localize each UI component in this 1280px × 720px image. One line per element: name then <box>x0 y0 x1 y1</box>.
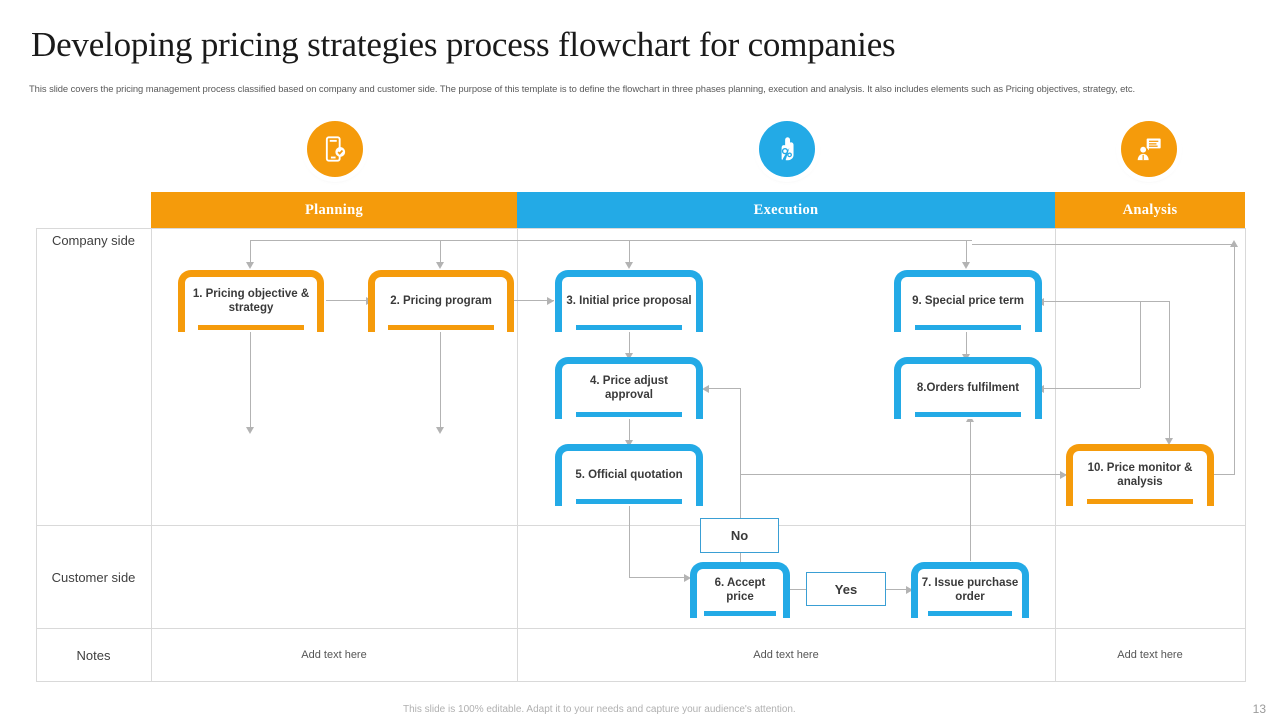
footer-note: This slide is 100% editable. Adapt it to… <box>403 704 796 715</box>
connector-n1-bottom-drop <box>250 331 251 431</box>
process-node-7-label: 7. Issue purchase order <box>921 577 1019 603</box>
phase-header-analysis[interactable]: Analysis <box>1055 192 1245 228</box>
mobile-payment-icon <box>307 121 363 177</box>
connector-n3-to-n4 <box>629 332 630 356</box>
grid-line-col1 <box>151 228 152 682</box>
connector-no-to-n4 <box>708 388 741 389</box>
notes-cell-execution[interactable]: Add text here <box>753 649 819 661</box>
grid-line-bottom <box>36 681 1245 682</box>
arrow-n2-to-n3 <box>547 297 554 305</box>
process-node-8-label: 8.Orders fulfilment <box>916 382 1020 394</box>
grid-line-col2 <box>517 228 518 682</box>
hand-gears-icon <box>759 121 815 177</box>
connector-top-bus <box>250 240 972 241</box>
connector-n10-return-top <box>972 244 1234 245</box>
person-presentation-icon <box>1121 121 1177 177</box>
phase-header-planning[interactable]: Planning <box>151 192 517 228</box>
arrow-n1-bottom <box>246 427 254 434</box>
row-label-customer-side: Customer side <box>51 569 136 585</box>
process-node-8[interactable]: 8.Orders fulfilment <box>894 357 1042 419</box>
process-node-9-label: 9. Special price term <box>912 295 1024 307</box>
arrow-n3-to-n4 <box>625 353 633 360</box>
connector-n10-return-riser <box>1234 244 1235 475</box>
phase-header-execution[interactable]: Execution <box>517 192 1055 228</box>
notes-cell-planning[interactable]: Add text here <box>301 649 367 661</box>
decision-box-no[interactable]: No <box>700 518 779 553</box>
process-node-1[interactable]: 1. Pricing objective & strategy <box>178 270 324 332</box>
connector-n1-to-n2 <box>326 300 368 301</box>
grid-line-company-customer <box>36 525 1245 526</box>
connector-into-n8-right <box>1043 388 1140 389</box>
connector-yes-to-n7 <box>886 589 911 590</box>
decision-box-yes-label: Yes <box>834 581 858 597</box>
connector-n7-to-n8 <box>970 419 971 561</box>
connector-n2-to-n3 <box>514 300 554 301</box>
notes-cell-analysis[interactable]: Add text here <box>1117 649 1183 661</box>
connector-n4-to-n5 <box>629 419 630 443</box>
process-node-5-label: 5. Official quotation <box>575 469 683 481</box>
arrow-into-n3-top <box>625 262 633 269</box>
connector-n10-feed-riser <box>1169 301 1170 442</box>
connector-n9-to-n8 <box>966 332 967 357</box>
process-node-3[interactable]: 3. Initial price proposal <box>555 270 703 332</box>
connector-n10-out <box>1213 474 1234 475</box>
connector-n3-top-drop <box>629 240 630 264</box>
process-node-7[interactable]: 7. Issue purchase order <box>911 562 1029 618</box>
connector-no-up <box>740 388 741 518</box>
connector-n2-top-drop <box>440 240 441 264</box>
connector-n5-drop <box>629 506 630 577</box>
connector-into-n9-right <box>1043 301 1169 302</box>
decision-box-yes[interactable]: Yes <box>806 572 886 606</box>
arrow-into-n2-top <box>436 262 444 269</box>
row-label-notes: Notes <box>76 647 111 663</box>
process-node-2[interactable]: 2. Pricing program <box>368 270 514 332</box>
arrow-n10-return <box>1230 240 1238 247</box>
connector-n6-to-yes <box>790 589 810 590</box>
page-subtitle: This slide covers the pricing management… <box>29 83 1136 94</box>
row-label-company-side: Company side <box>51 233 136 248</box>
arrow-into-n10-left <box>1060 471 1067 479</box>
process-node-5[interactable]: 5. Official quotation <box>555 444 703 506</box>
arrow-n4-to-n5 <box>625 440 633 447</box>
grid-line-right <box>1245 228 1246 682</box>
arrow-n2-bottom <box>436 427 444 434</box>
arrow-into-n1-top <box>246 262 254 269</box>
grid-line-col3 <box>1055 228 1056 682</box>
process-node-6[interactable]: 6. Accept price <box>690 562 790 618</box>
arrow-into-n10-top <box>1165 438 1173 445</box>
connector-bus-to-n10 <box>740 474 1066 475</box>
process-node-9[interactable]: 9. Special price term <box>894 270 1042 332</box>
grid-line-customer-notes <box>36 628 1245 629</box>
process-node-1-label: 1. Pricing objective & strategy <box>192 288 310 314</box>
process-node-4[interactable]: 4. Price adjust approval <box>555 357 703 419</box>
connector-n1-top-drop <box>250 240 251 264</box>
process-node-6-label: 6. Accept price <box>714 577 766 603</box>
page-title: Developing pricing strategies process fl… <box>31 25 896 64</box>
process-node-10[interactable]: 10. Price monitor & analysis <box>1066 444 1214 506</box>
page-number: 13 <box>1252 702 1266 716</box>
connector-n5-to-n6 <box>629 577 689 578</box>
arrow-into-n6 <box>684 574 691 582</box>
process-node-2-label: 2. Pricing program <box>390 295 492 307</box>
connector-n9-top-drop <box>966 240 967 264</box>
process-node-10-label: 10. Price monitor & analysis <box>1087 462 1193 488</box>
arrow-into-n7 <box>906 586 913 594</box>
connector-n9-n8-riser <box>1140 301 1141 388</box>
grid-line-top <box>36 228 1245 229</box>
process-node-3-label: 3. Initial price proposal <box>566 295 692 307</box>
connector-n2-bottom-drop <box>440 331 441 431</box>
arrow-into-n4-right <box>702 385 709 393</box>
arrow-into-n9-top <box>962 262 970 269</box>
decision-box-no-label: No <box>730 528 749 543</box>
grid-line-left <box>36 228 37 682</box>
process-node-4-label: 4. Price adjust approval <box>590 375 668 401</box>
